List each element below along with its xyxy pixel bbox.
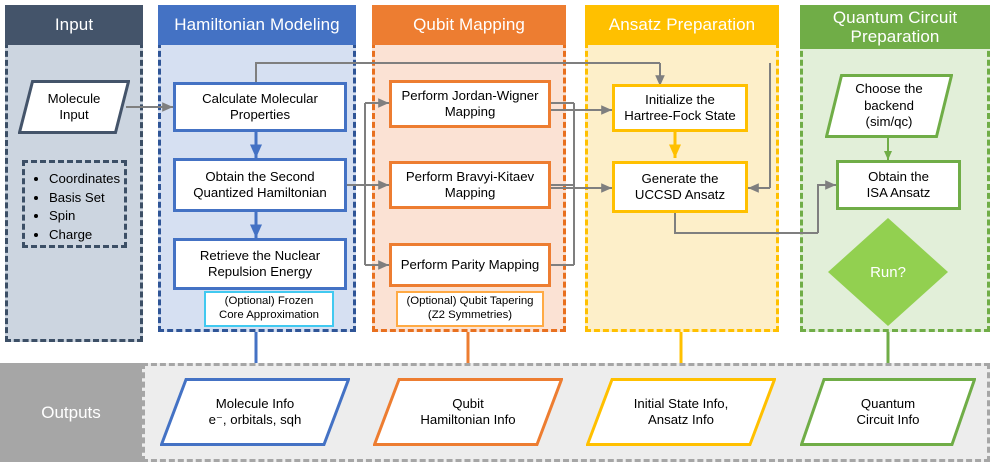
node-line1: Calculate Molecular bbox=[202, 90, 318, 106]
node-retrieve-nuclear-repulsion-energy[interactable]: Retrieve the Nuclear Repulsion Energy bbox=[173, 238, 347, 290]
molecule-input-shape[interactable]: Molecule Input bbox=[18, 80, 130, 134]
link-calc-top-bus bbox=[255, 62, 660, 82]
node-line1: Retrieve the Nuclear bbox=[199, 247, 321, 263]
output-line1: Initial State Info, bbox=[633, 395, 729, 411]
node-line2: (Z2 Symmetries) bbox=[427, 309, 513, 321]
node-line2: Core Approximation bbox=[218, 309, 320, 321]
link-to-isa bbox=[817, 180, 836, 233]
molecule-input-border bbox=[18, 80, 130, 134]
node-generate-uccsd-ansatz[interactable]: Generate the UCCSD Ansatz bbox=[612, 161, 748, 213]
node-line1: Perform Jordan-Wigner bbox=[401, 87, 539, 103]
choose-backend-fill bbox=[825, 74, 953, 138]
output-line2: Circuit Info bbox=[856, 412, 920, 427]
output-qubit-hamiltonian-info[interactable]: Qubit Hamiltonian Info bbox=[373, 378, 563, 446]
node-jordan-wigner-mapping[interactable]: Perform Jordan-Wigner Mapping bbox=[389, 80, 551, 128]
node-line1: Perform Parity Mapping bbox=[400, 256, 540, 272]
node-line2: UCCSD Ansatz bbox=[634, 187, 726, 202]
node-initialize-hartree-fock-state[interactable]: Initialize the Hartree-Fock State bbox=[612, 84, 748, 132]
node-line2: Mapping bbox=[444, 104, 496, 119]
node-line1: Initialize the bbox=[645, 91, 715, 107]
output-line1: Molecule Info bbox=[215, 395, 295, 411]
output-line2: Ansatz Info bbox=[648, 412, 714, 427]
outputs-label-text: Outputs bbox=[41, 402, 101, 422]
choose-backend-line1: Choose the bbox=[855, 81, 923, 97]
output-qubit-hamiltonian-info-fill bbox=[373, 378, 563, 446]
output-molecule-info-fill bbox=[160, 378, 350, 446]
column-header-ansatz: Ansatz Preparation bbox=[585, 5, 779, 45]
output-quantum-circuit-info-border bbox=[800, 378, 976, 446]
node-line1: Generate the bbox=[641, 170, 719, 186]
molecule-input-fill bbox=[18, 80, 130, 134]
output-line2: e⁻, orbitals, sqh bbox=[208, 412, 302, 427]
input-parameter-list: Coordinates Basis Set Spin Charge bbox=[22, 160, 127, 248]
output-molecule-info[interactable]: Molecule Info e⁻, orbitals, sqh bbox=[160, 378, 350, 446]
node-line2: Properties bbox=[229, 107, 291, 122]
output-line1: Qubit bbox=[452, 395, 484, 411]
column-header-input: Input bbox=[5, 5, 143, 45]
node-line1: (Optional) Frozen bbox=[224, 295, 314, 308]
node-line1: Obtain the bbox=[868, 168, 929, 184]
node-qubit-tapering[interactable]: (Optional) Qubit Tapering (Z2 Symmetries… bbox=[396, 291, 544, 327]
node-line2: Hartree-Fock State bbox=[624, 108, 736, 123]
node-line2: Quantized Hamiltonian bbox=[193, 185, 327, 200]
molecule-input-line1: Molecule bbox=[47, 90, 101, 106]
choose-backend-shape[interactable]: Choose the backend (sim/qc) bbox=[825, 74, 953, 138]
column-header-qubit: Qubit Mapping bbox=[372, 5, 566, 45]
choose-backend-line2: backend bbox=[864, 97, 914, 113]
decision-run-label: Run? bbox=[870, 263, 906, 281]
node-line1: Obtain the Second bbox=[205, 168, 315, 184]
node-line2: Mapping bbox=[444, 185, 496, 200]
outputs-label: Outputs bbox=[0, 363, 142, 462]
node-line1: (Optional) Qubit Tapering bbox=[406, 295, 534, 308]
link-uccsd-down bbox=[674, 213, 818, 234]
node-frozen-core-approximation[interactable]: (Optional) Frozen Core Approximation bbox=[204, 291, 334, 327]
column-header-hamiltonian: Hamiltonian Modeling bbox=[158, 5, 356, 45]
list-item: Basis Set bbox=[49, 189, 118, 208]
output-initial-state-ansatz-info[interactable]: Initial State Info, Ansatz Info bbox=[586, 378, 776, 446]
decision-run[interactable]: Run? bbox=[828, 218, 948, 326]
node-line1: Perform Bravyi-Kitaev bbox=[405, 168, 535, 184]
node-line2: ISA Ansatz bbox=[866, 185, 931, 200]
output-line2: Hamiltonian Info bbox=[420, 412, 516, 427]
output-quantum-circuit-info[interactable]: Quantum Circuit Info bbox=[800, 378, 976, 446]
node-line2: Repulsion Energy bbox=[207, 264, 313, 279]
list-item: Spin bbox=[49, 207, 118, 226]
list-item: Coordinates bbox=[49, 170, 120, 189]
output-molecule-info-border bbox=[160, 378, 350, 446]
choose-backend-border bbox=[825, 74, 953, 138]
output-qubit-hamiltonian-info-border bbox=[373, 378, 563, 446]
column-header-circuit: Quantum Circuit Preparation bbox=[800, 5, 990, 49]
molecule-input-line2: Input bbox=[59, 107, 89, 122]
node-obtain-second-quantized-hamiltonian[interactable]: Obtain the Second Quantized Hamiltonian bbox=[173, 158, 347, 212]
node-bravyi-kitaev-mapping[interactable]: Perform Bravyi-Kitaev Mapping bbox=[389, 161, 551, 209]
choose-backend-line3: (sim/qc) bbox=[865, 114, 913, 130]
node-obtain-isa-ansatz[interactable]: Obtain the ISA Ansatz bbox=[836, 160, 961, 210]
output-initial-state-ansatz-info-border bbox=[586, 378, 776, 446]
output-line1: Quantum bbox=[860, 395, 916, 411]
list-item: Charge bbox=[49, 226, 118, 245]
node-parity-mapping[interactable]: Perform Parity Mapping bbox=[389, 243, 551, 287]
output-initial-state-ansatz-info-fill bbox=[586, 378, 776, 446]
node-calculate-molecular-properties[interactable]: Calculate Molecular Properties bbox=[173, 82, 347, 132]
output-quantum-circuit-info-fill bbox=[800, 378, 976, 446]
